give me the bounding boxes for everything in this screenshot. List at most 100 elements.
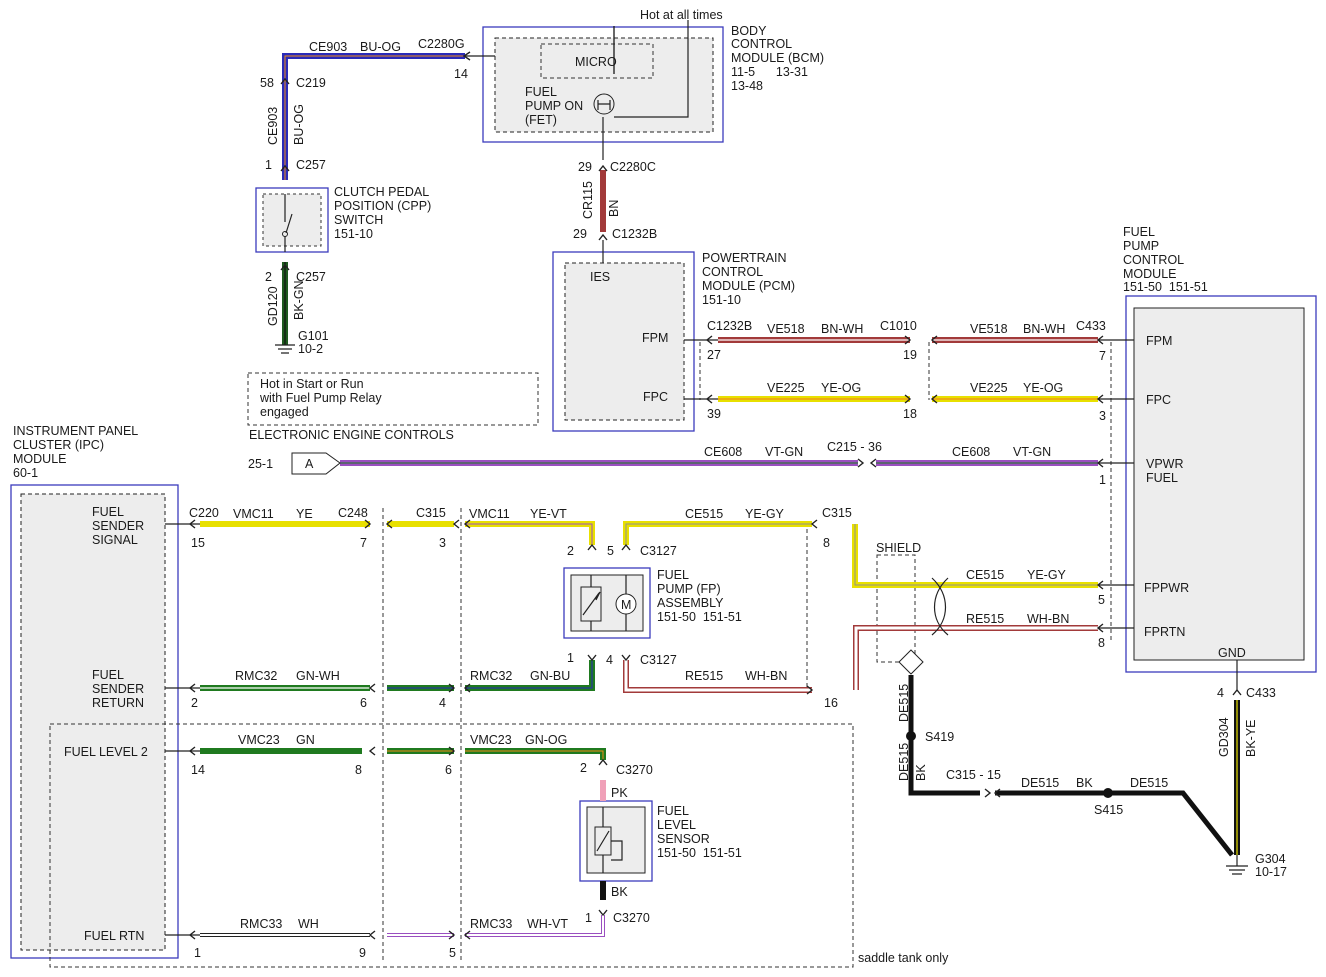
ve518-a-label: VE518: [767, 322, 805, 336]
fuel-level-sensor: [579, 800, 653, 882]
fuel-sender-signal-label-1: FUEL: [92, 505, 124, 519]
ipc-label-4: 60-1: [13, 466, 38, 480]
c315-a-label: C315: [416, 506, 446, 520]
rmc33-b-label: RMC33: [470, 917, 512, 931]
fet-label-3: (FET): [525, 113, 557, 127]
vmc23-a-label: VMC23: [238, 733, 280, 747]
vpwr-label-2: FUEL: [1146, 471, 1178, 485]
yegy-a-label: YE-GY: [745, 507, 785, 521]
fp-assembly-label-3: ASSEMBLY: [657, 596, 724, 610]
bcm-label-2: CONTROL: [731, 37, 792, 51]
pin-29-bot-label: 29: [573, 227, 587, 241]
gnbu-label: GN-BU: [530, 669, 570, 683]
connector-lines: [382, 342, 1112, 960]
ipc-label-3: MODULE: [13, 452, 66, 466]
fpcm-label-4: MODULE: [1123, 267, 1176, 281]
pin-15-label: 15: [191, 536, 205, 550]
saddle-tank-label: saddle tank only: [858, 951, 949, 965]
pin-8-fprtn-label: 8: [1098, 636, 1105, 650]
hot-start-box: [247, 372, 539, 426]
ce515-a-label: CE515: [685, 507, 723, 521]
pin-5-fp-label: 5: [607, 544, 614, 558]
pin-16-label: 16: [824, 696, 838, 710]
rmc32-b-label: RMC32: [470, 669, 512, 683]
pcm-module: [552, 251, 695, 432]
vtgn-a-label: VT-GN: [765, 445, 803, 459]
pin-14-label: 14: [454, 67, 468, 81]
de515-b-label: DE515: [897, 743, 911, 781]
pin-9-rtn-label: 9: [359, 946, 366, 960]
shield-box: [876, 554, 916, 663]
cpp-label-3: SWITCH: [334, 213, 383, 227]
pin-1-c3270-label: 1: [585, 911, 592, 925]
ipc-module: [10, 484, 179, 959]
bcm-label-1: BODY: [731, 24, 767, 38]
pin-5-fppwr-label: 5: [1098, 593, 1105, 607]
gnog-label: GN-OG: [525, 733, 567, 747]
c3270-top-label: C3270: [616, 763, 653, 777]
fet-label-1: FUEL: [525, 85, 557, 99]
motor-label: M: [621, 598, 631, 612]
fls-label-3: SENSOR: [657, 832, 710, 846]
fp-assembly-label-4: 151-50 151-51: [657, 610, 742, 624]
g304-label-2: 10-17: [1255, 865, 1287, 879]
ref-25-1-label: 25-1: [248, 457, 273, 471]
pin-2-c3270-label: 2: [580, 761, 587, 775]
gd304-label: GD304: [1217, 717, 1231, 757]
pin-4-fp-label: 4: [606, 653, 613, 667]
bcm-module: [482, 20, 724, 143]
fuel-pump-assembly: [563, 567, 651, 639]
bnwh-b-label: BN-WH: [1023, 322, 1065, 336]
de515-c-label: DE515: [1021, 776, 1059, 790]
fpcm-fpc-label: FPC: [1146, 393, 1171, 407]
yeog-a-label: YE-OG: [821, 381, 861, 395]
g101-label-1: G101: [298, 329, 329, 343]
cpp-label-1: CLUTCH PEDAL: [334, 185, 429, 199]
bk-fls-label: BK: [611, 885, 628, 899]
pin-6-lvl-label: 6: [445, 763, 452, 777]
bk-b-label: BK: [914, 764, 928, 781]
ce515-b-label: CE515: [966, 568, 1004, 582]
c1232b-top-label: C1232B: [612, 227, 657, 241]
s419-label: S419: [925, 730, 954, 744]
bkgn-label: BK-GN: [292, 280, 306, 320]
pin-5-rtn-label: 5: [449, 946, 456, 960]
c3127-top-label: C3127: [640, 544, 677, 558]
c3127-bot-label: C3127: [640, 653, 677, 667]
connector-a-label: A: [305, 457, 314, 471]
c1010-label: C1010: [880, 319, 917, 333]
whvt-label: WH-VT: [527, 917, 568, 931]
fppwr-label: FPPWR: [1144, 581, 1189, 595]
re515-a-label: RE515: [966, 612, 1004, 626]
eec-label: ELECTRONIC ENGINE CONTROLS: [249, 428, 454, 442]
cpp-label-4: 151-10: [334, 227, 373, 241]
fprtn-label: FPRTN: [1144, 625, 1185, 639]
fp-assembly-label-1: FUEL: [657, 568, 689, 582]
c2280c-label: C2280C: [610, 160, 656, 174]
ce608-b-label: CE608: [952, 445, 990, 459]
cr115-label: CR115: [581, 181, 595, 219]
saddle-tank-box: [49, 723, 854, 968]
yeog-b-label: YE-OG: [1023, 381, 1063, 395]
labels: Hot at all times BODY CONTROL MODULE (BC…: [13, 8, 1287, 965]
g304-label-1: G304: [1255, 852, 1286, 866]
buog-vertical-label: BU-OG: [292, 104, 306, 145]
c248-label: C248: [338, 506, 368, 520]
pin-1-fp-label: 1: [567, 651, 574, 665]
fpcm-module: [1125, 295, 1317, 673]
micro-label: MICRO: [575, 55, 617, 69]
ye-label: YE: [296, 507, 313, 521]
bnwh-a-label: BN-WH: [821, 322, 863, 336]
g101-label-2: 10-2: [298, 342, 323, 356]
c433-top-label: C433: [1076, 319, 1106, 333]
gd120-label: GD120: [266, 286, 280, 326]
pin-4-c433-label: 4: [1217, 686, 1224, 700]
ve225-a-label: VE225: [767, 381, 805, 395]
pin-18-label: 18: [903, 407, 917, 421]
vmc23-b-label: VMC23: [470, 733, 512, 747]
pcm-fpm-label: FPM: [642, 331, 668, 345]
pk-label: PK: [611, 786, 628, 800]
rmc33-a-label: RMC33: [240, 917, 282, 931]
de515-d-label: DE515: [1130, 776, 1168, 790]
